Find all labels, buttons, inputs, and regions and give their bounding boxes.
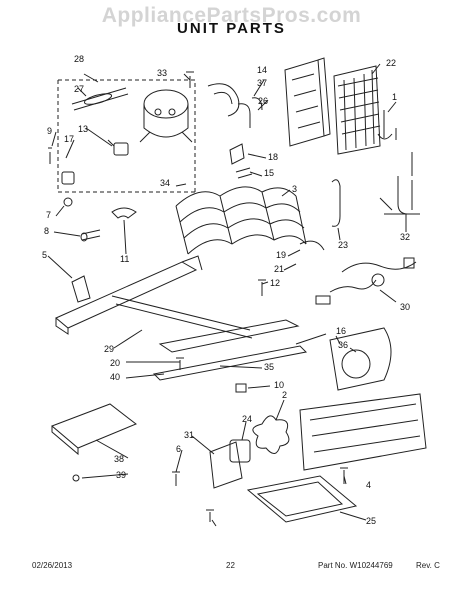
- callout-37: 37: [257, 78, 267, 88]
- fan-shroud: [329, 327, 392, 391]
- callout-40: 40: [110, 372, 120, 382]
- callout-24: 24: [242, 414, 252, 424]
- callout-33: 33: [157, 68, 167, 78]
- footer-date: 02/26/2013: [32, 561, 73, 570]
- wire-harness: [329, 261, 417, 293]
- callout-3: 3: [292, 184, 297, 194]
- callout-30: 30: [400, 302, 410, 312]
- callout-6: 6: [176, 444, 181, 454]
- callout-8: 8: [44, 226, 49, 236]
- callout-39: 39: [116, 470, 126, 480]
- callout-31: 31: [184, 430, 194, 440]
- page-title: UNIT PARTS: [177, 20, 286, 37]
- callout-34: 34: [160, 178, 170, 188]
- callout-18: 18: [268, 152, 278, 162]
- fan-blade: [252, 415, 290, 454]
- callout-11: 11: [120, 254, 129, 264]
- condenser-coil: [175, 186, 307, 255]
- callout-14: 14: [257, 65, 267, 75]
- callout-23: 23: [338, 240, 348, 250]
- callout-10: 10: [274, 380, 284, 390]
- callout-19: 19: [276, 250, 286, 260]
- callout-20: 20: [110, 358, 120, 368]
- callout-22: 22: [386, 58, 396, 68]
- callout-4: 4: [366, 480, 371, 490]
- start-relay: [113, 142, 129, 156]
- callout-13: 13: [78, 124, 88, 134]
- fan-motor: [229, 439, 251, 463]
- evaporator-coil: [333, 65, 381, 155]
- machine-base-frame: [55, 255, 300, 353]
- callout-29: 29: [104, 344, 114, 354]
- callout-21: 21: [274, 264, 284, 274]
- compressor-frame: [57, 79, 196, 193]
- callout-35: 35: [264, 362, 274, 372]
- footer-part-number: Part No. W10244769: [318, 561, 393, 570]
- callout-15: 15: [264, 168, 274, 178]
- evaporator-housing: [284, 59, 325, 147]
- callout-28: 28: [74, 54, 84, 64]
- callout-32: 32: [400, 232, 410, 242]
- callout-9: 9: [47, 126, 52, 136]
- compressor: [139, 71, 194, 143]
- tubing: [207, 83, 240, 117]
- callout-25: 25: [366, 516, 376, 526]
- watermark: AppliancePartsPros.com: [101, 4, 362, 27]
- callout-36: 36: [338, 340, 348, 350]
- drain-pan: [246, 475, 358, 523]
- callout-7: 7: [46, 210, 51, 220]
- callout-26: 26: [258, 96, 268, 106]
- callout-16: 16: [336, 326, 346, 336]
- access-cover: [51, 403, 137, 449]
- callout-12: 12: [270, 278, 280, 288]
- callout-5: 5: [42, 250, 47, 260]
- callout-2: 2: [282, 390, 287, 400]
- callout-1: 1: [392, 92, 397, 102]
- footer-revision: Rev. C: [416, 561, 440, 570]
- callout-17: 17: [64, 134, 74, 144]
- footer-page-number: 22: [226, 561, 235, 570]
- callout-38: 38: [114, 454, 124, 464]
- callout-27: 27: [74, 84, 84, 94]
